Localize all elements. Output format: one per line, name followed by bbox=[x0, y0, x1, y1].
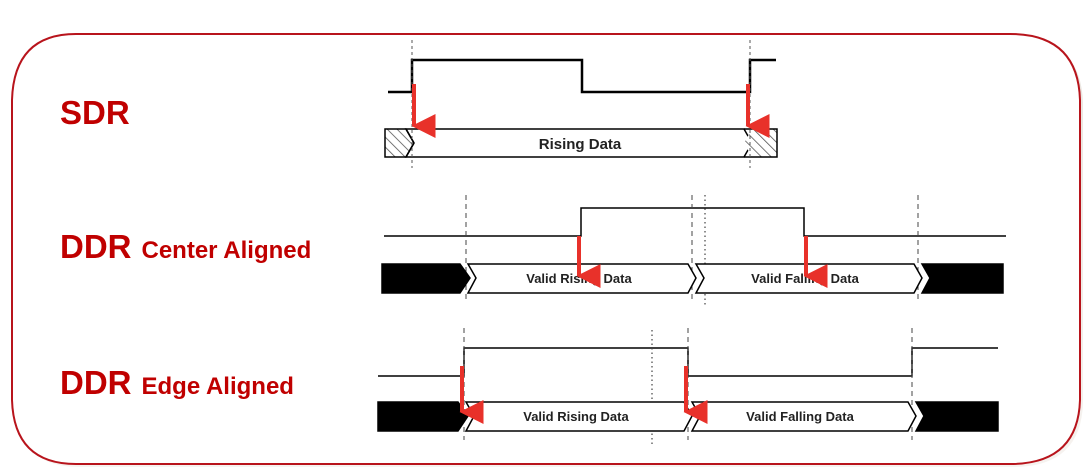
ddr-edge-invalid-right bbox=[914, 401, 999, 432]
label-ddr-center-aligned: DDR Center Aligned bbox=[60, 228, 311, 266]
ddr-edge-invalid-left bbox=[377, 401, 469, 432]
label-ddr-edge-sub: Edge Aligned bbox=[141, 373, 294, 400]
ddr-edge-data-bus bbox=[377, 401, 999, 432]
sdr-data-label: Rising Data bbox=[539, 136, 622, 153]
ddr-edge-falling-label: Valid Falling Data bbox=[746, 409, 854, 424]
label-ddr-edge-main: DDR bbox=[60, 364, 132, 401]
label-ddr-center-sub: Center Aligned bbox=[141, 237, 312, 264]
label-ddr-center-main: DDR bbox=[60, 228, 132, 265]
sdr-arrows bbox=[411, 84, 770, 138]
rounded-frame bbox=[11, 33, 1081, 465]
label-ddr-edge-aligned: DDR Edge Aligned bbox=[60, 364, 294, 402]
label-sdr: SDR bbox=[60, 94, 130, 132]
ddr-center-invalid-left bbox=[381, 263, 471, 294]
label-sdr-main: SDR bbox=[60, 94, 130, 131]
ddr-edge-rising-label: Valid Rising Data bbox=[523, 409, 629, 424]
ddr-center-arrows bbox=[576, 236, 828, 288]
ddr-edge-arrows bbox=[459, 366, 708, 424]
ddr-center-invalid-right bbox=[920, 263, 1004, 294]
